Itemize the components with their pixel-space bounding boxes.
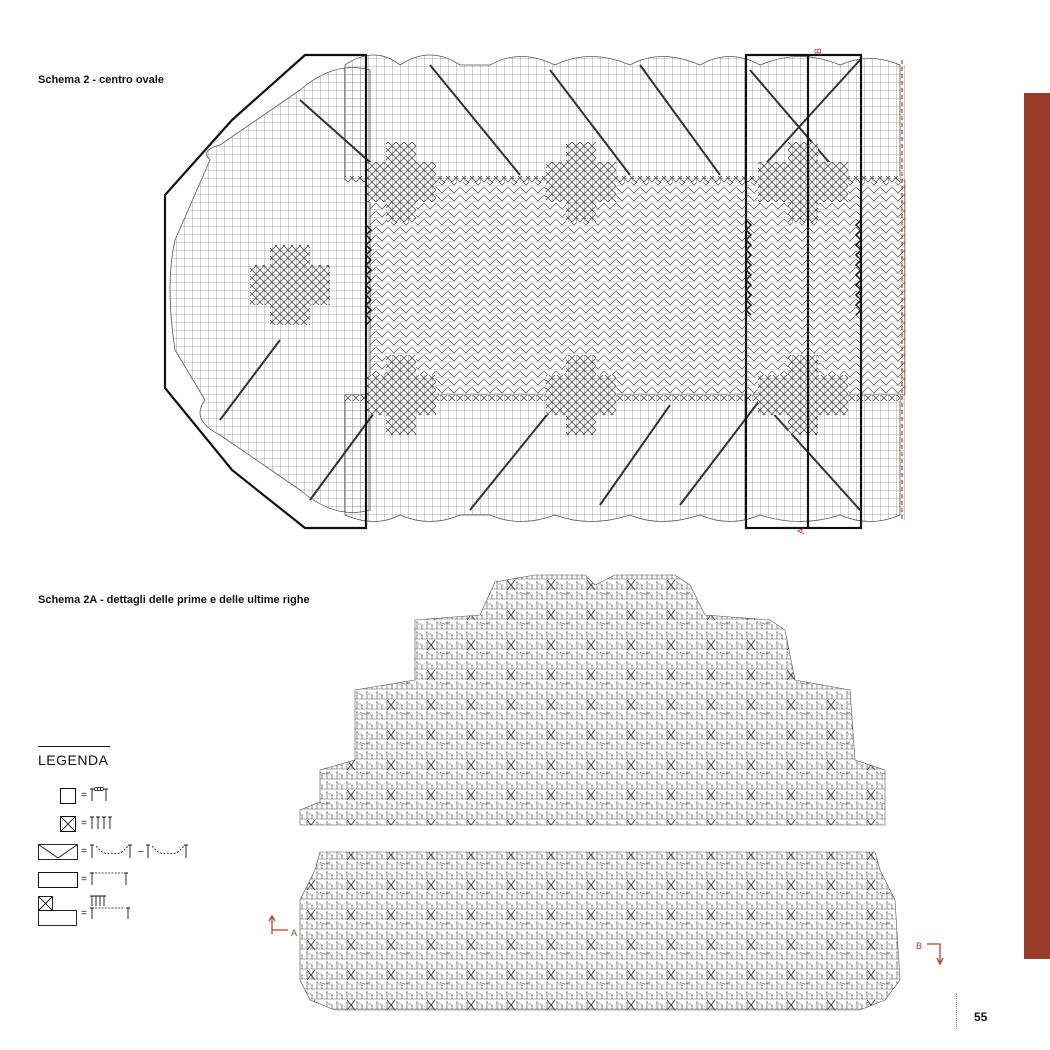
schema2-title: Schema 2 - centro ovale bbox=[38, 74, 164, 86]
page-number-rule bbox=[956, 993, 957, 1029]
schema2-grid-svg bbox=[163, 53, 906, 530]
lacet-chain-alt-icon bbox=[146, 844, 188, 858]
legend-open-square-icon bbox=[60, 788, 76, 804]
legend-eq-5: = bbox=[81, 908, 87, 919]
legend-v-mesh-icon bbox=[38, 844, 78, 860]
legend-eq-2: = bbox=[81, 818, 87, 829]
arrow-down-icon bbox=[927, 943, 944, 966]
lacet-band bbox=[369, 179, 906, 396]
bottom-strand bbox=[345, 395, 900, 401]
legend-eq-3: = bbox=[81, 846, 87, 857]
diagonal-lines bbox=[219, 59, 861, 511]
legend-list: = = = – = = bbox=[38, 782, 208, 932]
panel-zigzag bbox=[364, 224, 373, 326]
legend-eq-1: = bbox=[81, 790, 87, 801]
page-number: 55 bbox=[974, 1010, 988, 1024]
lower-section bbox=[299, 851, 901, 1011]
repeat-zigzag-right bbox=[854, 219, 863, 316]
arrow-up-icon bbox=[268, 914, 288, 934]
label-b-top: B bbox=[813, 47, 824, 55]
block-and-bar-icon bbox=[90, 895, 130, 919]
repeat-box bbox=[744, 53, 863, 530]
legend-rule bbox=[38, 746, 110, 747]
legend-long-rectangle-icon bbox=[38, 872, 78, 888]
upper-dome bbox=[299, 574, 886, 826]
accent-side-bar bbox=[1024, 93, 1050, 959]
repeat-zigzag-left bbox=[744, 219, 753, 316]
star-motifs bbox=[250, 142, 848, 435]
legend-eq-4: = bbox=[81, 874, 87, 885]
arrow-a bbox=[268, 914, 290, 941]
lacet-chain-icon bbox=[90, 844, 132, 858]
arrow-b-label: B bbox=[916, 941, 923, 951]
bar-chain-icon bbox=[90, 872, 128, 885]
top-strand bbox=[345, 176, 900, 182]
schema2a-chart bbox=[295, 570, 915, 1015]
four-trebles-icon bbox=[90, 816, 112, 829]
arrow-b bbox=[925, 940, 947, 971]
legend-dash: – bbox=[138, 846, 144, 857]
top-scallops bbox=[344, 54, 901, 181]
label-a-bottom: A bbox=[796, 527, 807, 535]
treble-chain-icon bbox=[90, 787, 108, 801]
schema2a-svg bbox=[299, 574, 901, 1011]
legend-crossed-square-with-rectangle-icon bbox=[38, 896, 77, 926]
arrow-a-label: A bbox=[291, 928, 298, 938]
left-panel-outline bbox=[163, 53, 368, 530]
legend-title: LEGENDA bbox=[38, 752, 109, 768]
legend-crossed-square-icon bbox=[60, 816, 76, 832]
bottom-scallops bbox=[344, 394, 901, 522]
schema2a-title: Schema 2A - dettagli delle prime e delle… bbox=[38, 594, 310, 606]
schema2-chart bbox=[160, 50, 910, 530]
